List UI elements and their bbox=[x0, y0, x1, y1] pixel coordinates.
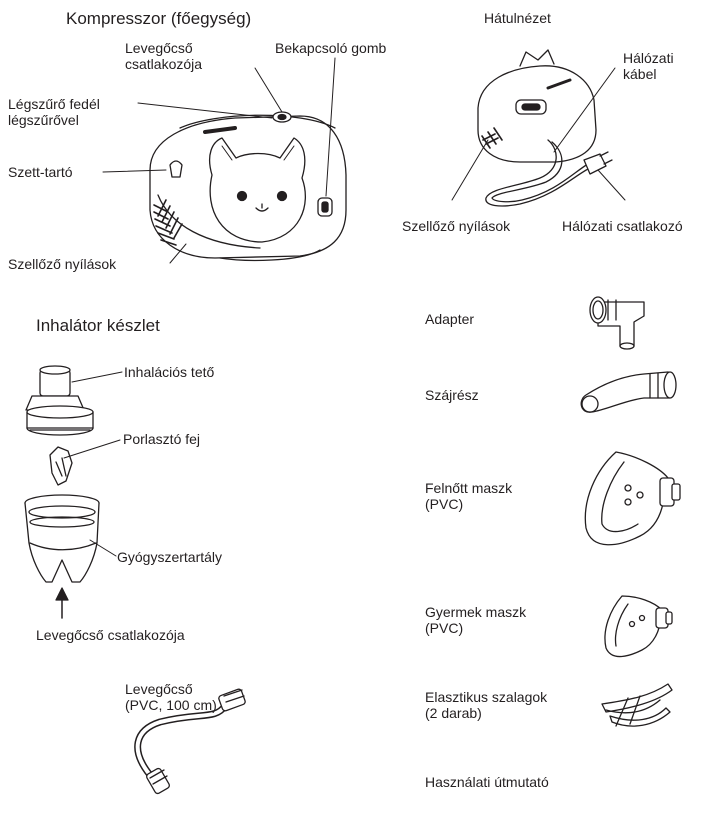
label-nebulizer-head: Porlasztó fej bbox=[123, 431, 200, 447]
inhaler-kit-header: Inhalátor készlet bbox=[36, 316, 160, 336]
power-button-graphic bbox=[318, 198, 332, 216]
label-rear-vents: Szellőző nyílások bbox=[402, 218, 510, 234]
label-child-mask: Gyermek maszk (PVC) bbox=[425, 604, 526, 636]
nebulizer-head-graphic bbox=[50, 447, 72, 485]
label-compressor-vents: Szellőző nyílások bbox=[8, 256, 116, 272]
elastic-straps-icon bbox=[602, 684, 672, 726]
label-inhalation-top: Inhalációs tető bbox=[124, 364, 214, 380]
label-kit-air-tube-connector: Levegőcső csatlakozója bbox=[36, 627, 185, 643]
label-adapter: Adapter bbox=[425, 311, 474, 327]
label-mouthpiece: Szájrész bbox=[425, 387, 479, 403]
child-mask-icon bbox=[605, 596, 672, 657]
label-medicine-cup: Gyógyszertartály bbox=[117, 549, 222, 565]
rear-view-header: Hátulnézet bbox=[484, 10, 551, 26]
label-air-tube-connector: Levegőcső csatlakozója bbox=[125, 40, 202, 72]
adult-mask-icon bbox=[585, 452, 680, 545]
label-power-cable: Hálózati kábel bbox=[623, 50, 674, 82]
compressor-header: Kompresszor (főegység) bbox=[66, 9, 251, 29]
mouthpiece-icon bbox=[581, 372, 676, 412]
label-power-plug: Hálózati csatlakozó bbox=[562, 218, 683, 234]
rear-view-illustration bbox=[478, 50, 612, 206]
label-user-manual: Használati útmutató bbox=[425, 774, 549, 790]
label-elastic-straps: Elasztikus szalagok (2 darab) bbox=[425, 689, 547, 721]
inhalation-top-graphic bbox=[26, 366, 93, 435]
label-air-tube: Levegőcső (PVC, 100 cm) bbox=[125, 681, 217, 713]
adapter-icon bbox=[590, 297, 644, 349]
cat-face-graphic bbox=[210, 138, 306, 242]
medicine-cup-graphic bbox=[25, 495, 99, 582]
label-kit-holder: Szett-tartó bbox=[8, 164, 73, 180]
label-filter-cover: Légszűrő fedél légszűrővel bbox=[8, 96, 100, 128]
compressor-illustration bbox=[150, 112, 346, 260]
label-adult-mask: Felnőtt maszk (PVC) bbox=[425, 480, 512, 512]
label-power-button: Bekapcsoló gomb bbox=[275, 40, 386, 56]
